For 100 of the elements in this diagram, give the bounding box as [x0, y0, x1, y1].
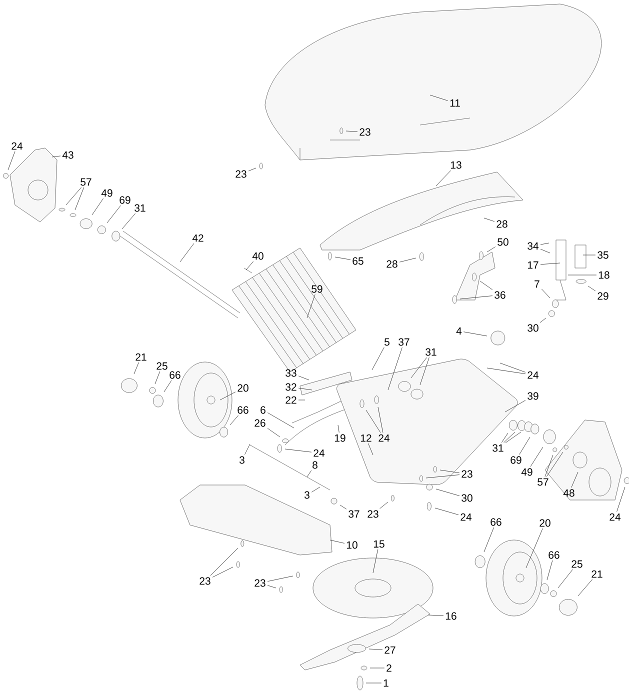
callout-number: 57	[80, 178, 92, 186]
leader-line	[230, 415, 239, 426]
leader-line	[480, 280, 493, 290]
callout-number: 24	[12, 142, 23, 150]
leader-line	[267, 428, 280, 438]
leader-line	[8, 151, 16, 170]
callout-number: 23	[236, 170, 246, 178]
callout-number: 15	[374, 540, 384, 548]
callout-number: 32	[286, 383, 296, 391]
callout-number: 11	[450, 99, 460, 107]
leader-line	[440, 470, 460, 474]
callout-number: 28	[496, 220, 508, 228]
callout-number: 49	[101, 189, 112, 197]
callout-number: 35	[598, 251, 608, 259]
callout-number: 37	[398, 338, 410, 346]
leader-line	[346, 130, 358, 132]
leader-line	[66, 187, 82, 206]
callout-number: 66	[548, 551, 560, 559]
callout-number: 49	[521, 468, 532, 476]
callout-number: 37	[348, 510, 360, 518]
leader-line	[284, 448, 312, 452]
callout-number: 31	[426, 348, 436, 356]
callout-number: 20	[540, 519, 550, 527]
callout-number: 10	[346, 541, 358, 549]
leader-line	[366, 410, 381, 433]
callout-number: 50	[498, 238, 508, 246]
callout-number: 42	[192, 234, 204, 242]
callout-number: 23	[368, 510, 378, 518]
leader-line	[334, 256, 351, 260]
callout-number: 66	[238, 406, 248, 414]
callout-number: 66	[170, 371, 180, 379]
callout-number: 24	[460, 513, 472, 521]
leader-line	[311, 486, 320, 492]
callout-number: 26	[254, 419, 266, 427]
callout-number: 25	[156, 362, 168, 370]
leader-line	[368, 443, 374, 456]
callout-number: 24	[610, 513, 620, 521]
callout-number: 30	[528, 324, 538, 332]
leader-line	[410, 357, 428, 378]
leader-line	[436, 488, 460, 496]
callout-number: 23	[360, 128, 370, 136]
leader-line	[463, 332, 488, 336]
callout-number: 18	[598, 271, 610, 279]
callout-number: 5	[384, 338, 390, 346]
leader-line	[368, 648, 383, 650]
callout-number: 31	[492, 444, 504, 452]
callout-number: 8	[312, 461, 318, 469]
leader-line	[399, 258, 416, 262]
leader-line	[366, 682, 382, 684]
callout-number: 65	[352, 257, 364, 265]
leader-line	[504, 432, 516, 443]
callout-number: 30	[462, 494, 472, 502]
leader-line	[540, 318, 546, 323]
leader-line	[428, 614, 444, 616]
leader-line	[246, 261, 254, 270]
leader-line	[500, 362, 526, 372]
callout-number: 29	[598, 292, 608, 300]
leader-line	[588, 286, 596, 292]
leader-line	[526, 528, 543, 568]
leader-line	[74, 187, 84, 210]
leader-line	[267, 576, 294, 582]
leader-line	[486, 246, 496, 252]
callout-number: 23	[462, 470, 472, 478]
leader-line	[420, 357, 430, 386]
leader-line	[154, 371, 160, 384]
leader-line	[434, 508, 459, 516]
leader-line	[388, 347, 402, 390]
leader-line	[426, 474, 460, 478]
leader-line	[267, 412, 294, 428]
callout-number: 21	[592, 570, 602, 578]
leader-line	[340, 504, 347, 510]
leader-line	[92, 198, 104, 216]
callout-number: 17	[528, 261, 538, 269]
callout-number: 24	[314, 449, 325, 457]
leader-line	[541, 288, 550, 298]
callout-number: 1	[384, 679, 388, 687]
leader-line	[306, 294, 316, 318]
leader-line	[530, 446, 544, 467]
leader-line	[134, 362, 140, 374]
leader-line	[122, 213, 136, 230]
callout-number: 40	[252, 252, 264, 260]
callout-number: 43	[62, 151, 74, 159]
leader-line	[306, 470, 312, 478]
callout-number: 6	[260, 406, 266, 414]
callout-number: 19	[334, 434, 346, 442]
leader-line	[540, 242, 550, 245]
callout-number: 7	[534, 280, 540, 288]
leader-line	[519, 436, 530, 455]
callout-number: 66	[490, 518, 502, 526]
leader-line	[267, 585, 276, 588]
leader-line	[540, 262, 560, 265]
leader-line	[106, 205, 121, 224]
leader-line	[210, 548, 238, 576]
callout-number: 12	[360, 434, 372, 442]
leader-line	[484, 527, 494, 552]
callout-number: 27	[384, 646, 396, 654]
leader-line	[298, 376, 310, 380]
leader-line	[298, 388, 312, 390]
callout-number: 57	[538, 478, 548, 486]
leader-line	[568, 274, 597, 276]
